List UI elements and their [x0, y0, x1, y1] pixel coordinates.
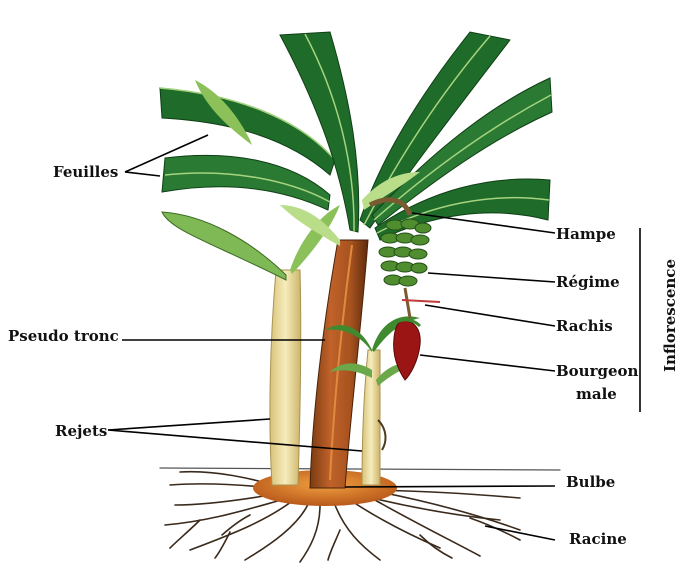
small-sucker	[325, 316, 420, 486]
main-pseudostem	[309, 239, 369, 489]
label-bourgeon: Bourgeon	[556, 362, 639, 380]
leaves	[159, 31, 553, 281]
label-regime: Régime	[556, 273, 620, 291]
label-hampe: Hampe	[556, 225, 616, 243]
label-rejets: Rejets	[55, 422, 107, 440]
left-pseudostem	[269, 269, 302, 486]
label-pseudo-tronc: Pseudo tronc	[8, 327, 119, 345]
label-bulbe: Bulbe	[566, 473, 615, 491]
label-feuilles: Feuilles	[53, 163, 118, 181]
label-inflorescence: Inflorescence	[661, 259, 679, 372]
label-rachis: Rachis	[556, 317, 613, 335]
banana-bunch	[378, 218, 432, 287]
inflorescence	[368, 197, 441, 451]
label-male: male	[576, 385, 617, 403]
male-bud	[393, 320, 421, 381]
label-racine: Racine	[569, 530, 627, 548]
pointer-lines	[107, 134, 641, 541]
labels: Feuilles Pseudo tronc Rejets Hampe Régim…	[8, 163, 679, 548]
